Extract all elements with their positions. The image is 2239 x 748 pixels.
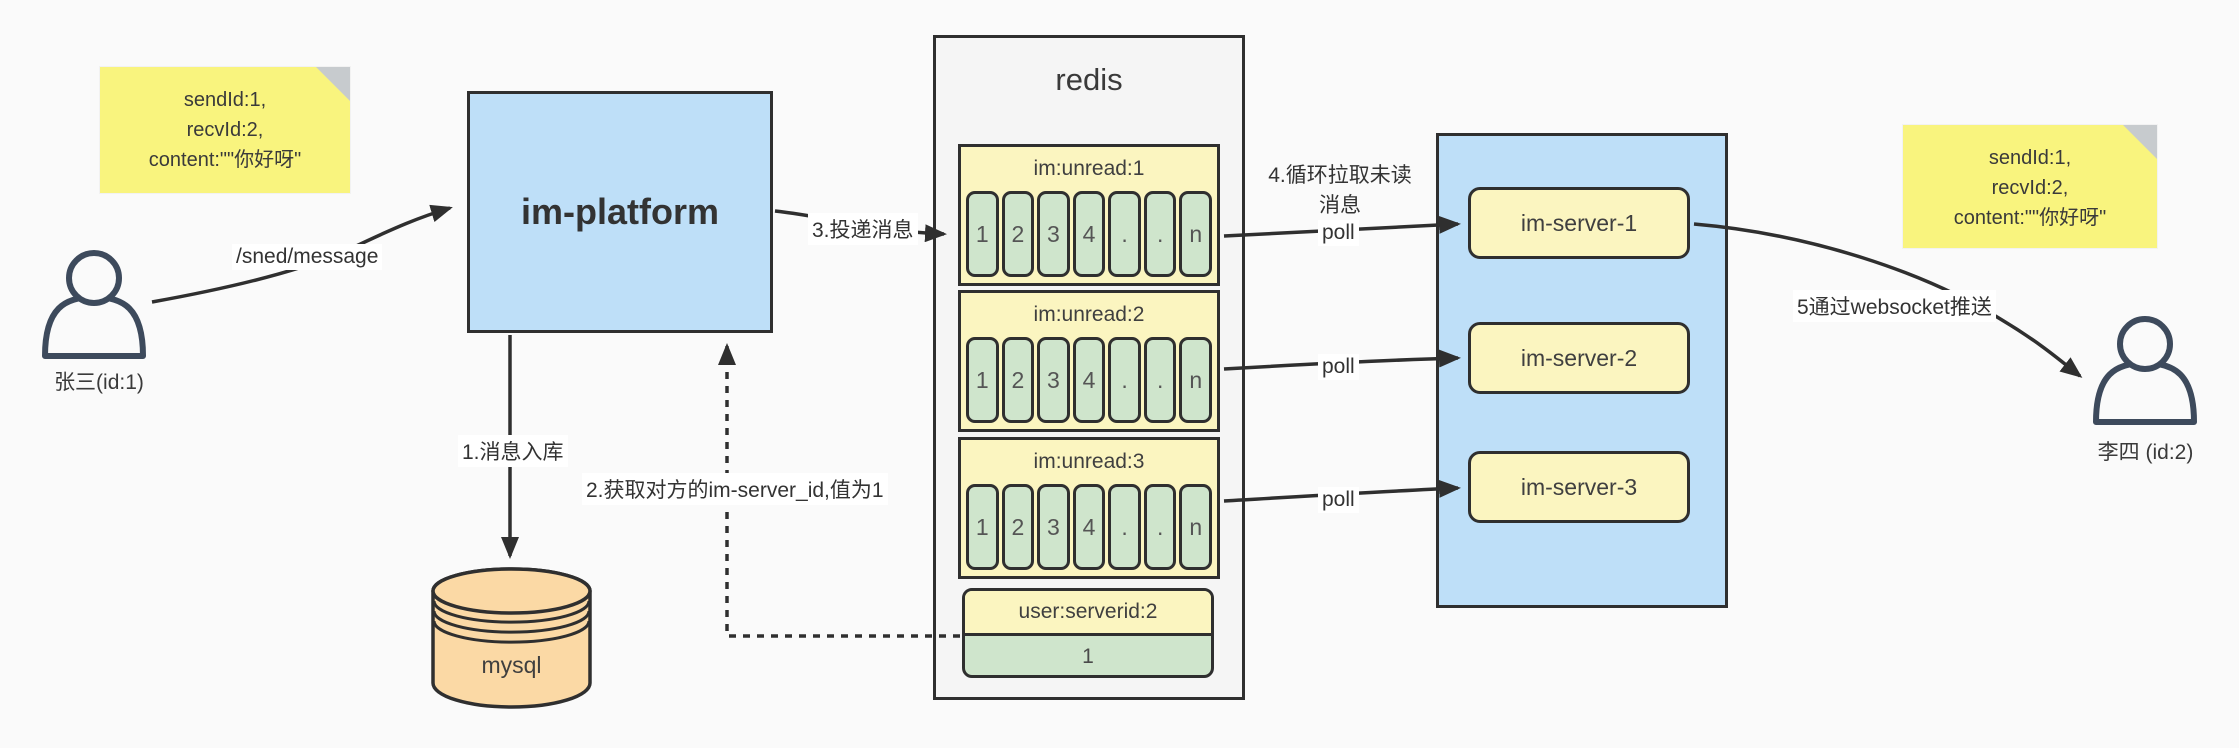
user-sender-label: 张三(id:1) — [54, 371, 144, 394]
list-cell: 2 — [1001, 337, 1035, 423]
user-sender-icon — [42, 250, 146, 359]
im-server-label: im-server-3 — [1520, 473, 1638, 500]
user-receiver-label: 李四 (id:2) — [2097, 441, 2194, 464]
list-cell: . — [1143, 484, 1177, 570]
im-server-2-box: im-server-2 — [1468, 322, 1690, 394]
list-cells: 1 2 3 4 . . n — [961, 191, 1217, 277]
note-message-payload-left: sendId:1, recvId:2, content:""你好呀" — [100, 67, 350, 193]
note-line: content:""你好呀" — [148, 149, 302, 171]
kv-value: 1 — [1082, 645, 1094, 668]
list-cell: 1 — [966, 484, 999, 570]
flow-label-step3: 3.投递消息 — [808, 213, 918, 245]
list-cell: 4 — [1072, 337, 1106, 423]
im-server-3-box: im-server-3 — [1468, 451, 1690, 523]
list-cell: . — [1143, 337, 1177, 423]
list-cell: 2 — [1001, 191, 1035, 277]
note-line: content:""你好呀" — [1953, 207, 2107, 229]
flow-label-send-api: /sned/message — [232, 244, 383, 270]
list-cell: 4 — [1072, 191, 1106, 277]
redis-title: redis — [1055, 62, 1123, 97]
mysql-label: mysql — [481, 652, 542, 678]
im-server-label: im-server-2 — [1520, 344, 1638, 371]
list-cell: 3 — [1037, 191, 1070, 277]
note-fold-icon — [316, 67, 350, 101]
list-cell: 1 — [966, 337, 999, 423]
note-message-payload-right: sendId:1, recvId:2, content:""你好呀" — [1903, 125, 2157, 248]
redis-list-unread-1: im:unread:1 1 2 3 4 . . n — [958, 144, 1220, 286]
list-header: im:unread:1 — [1033, 157, 1145, 180]
list-cell: n — [1179, 484, 1213, 570]
list-cell: n — [1179, 191, 1213, 277]
flow-label-step4: 4.循环拉取未读消息 — [1256, 158, 1424, 220]
mysql-database-icon — [431, 567, 592, 709]
list-cell: 1 — [966, 191, 999, 277]
user-receiver-icon — [2093, 316, 2197, 425]
list-cells: 1 2 3 4 . . n — [961, 337, 1217, 423]
redis-list-unread-3: im:unread:3 1 2 3 4 . . n — [958, 437, 1220, 579]
flow-label-poll-3: poll — [1318, 487, 1359, 513]
flow-label-step1: 1.消息入库 — [458, 435, 568, 467]
list-cell: . — [1108, 191, 1141, 277]
note-line: recvId:2, — [186, 119, 264, 141]
note-fold-icon — [2123, 125, 2157, 159]
list-cell: . — [1108, 484, 1141, 570]
note-line: sendId:1, — [183, 89, 267, 111]
list-cell: 3 — [1037, 484, 1070, 570]
redis-list-unread-2: im:unread:2 1 2 3 4 . . n — [958, 290, 1220, 432]
im-platform-label: im-platform — [521, 191, 719, 232]
list-cell: 4 — [1072, 484, 1106, 570]
list-cell: n — [1179, 337, 1213, 423]
note-line: recvId:2, — [1991, 177, 2069, 199]
list-header: im:unread:3 — [1033, 450, 1145, 473]
list-cell: 3 — [1037, 337, 1070, 423]
flow-label-poll-1: poll — [1318, 220, 1359, 246]
list-cell: . — [1143, 191, 1177, 277]
im-server-label: im-server-1 — [1520, 209, 1638, 236]
redis-kv-user-serverid: user:serverid:2 1 — [962, 588, 1214, 678]
note-line: sendId:1, — [1988, 147, 2072, 169]
flow-label-poll-2: poll — [1318, 354, 1359, 380]
flow-label-step2: 2.获取对方的im-server_id,值为1 — [582, 473, 888, 505]
im-platform-box: im-platform — [467, 91, 773, 333]
list-header: im:unread:2 — [1033, 303, 1145, 326]
list-cell: 2 — [1001, 484, 1035, 570]
list-cell: . — [1108, 337, 1141, 423]
list-cells: 1 2 3 4 . . n — [961, 484, 1217, 570]
flow-label-step5: 5通过websocket推送 — [1793, 290, 1996, 322]
im-server-1-box: im-server-1 — [1468, 187, 1690, 259]
kv-header: user:serverid:2 — [965, 591, 1211, 636]
